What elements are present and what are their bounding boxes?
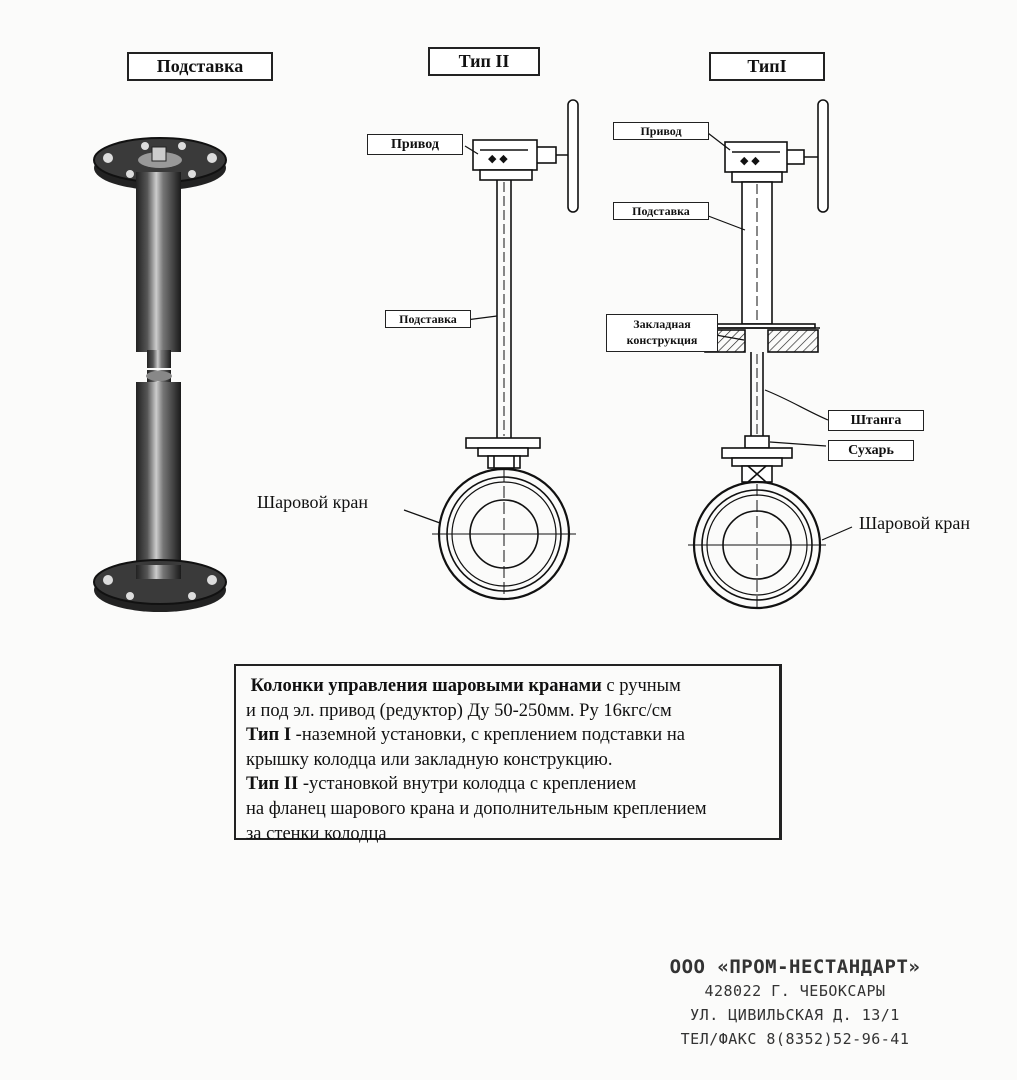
description-heading-rest: с ручным <box>601 676 681 696</box>
label-zakladnaya-line1: Закладная <box>633 317 691 331</box>
description-type1-line2: крышку колодца или закладную конструкцию… <box>246 749 613 770</box>
stamp-phone: ТЕЛ/ФАКС 8(8352)52-96-41 <box>680 1030 910 1048</box>
description-type2-line2: на фланец шарового крана и дополнительны… <box>246 798 707 819</box>
company-stamp: ООО «ПРОМ-НЕСТАНДАРТ» 428022 Г. ЧЕБОКСАР… <box>660 955 930 1051</box>
label-podstavka-type1: Подставка <box>613 202 709 220</box>
description-type2-label: Тип II <box>246 774 299 795</box>
label-privod-type1: Привод <box>613 122 709 140</box>
label-podstavka-type2: Подставка <box>385 310 471 328</box>
label-sharovoy-kran-right: Шаровой кран <box>859 513 971 533</box>
description-type1: Тип I -наземной установки, с креплением … <box>246 723 767 748</box>
description-type1-label: Тип I <box>246 725 292 746</box>
description-type2: Тип II -установкой внутри колодца с креп… <box>246 772 767 797</box>
description-type2-line3: за стенки колодца <box>246 823 387 844</box>
label-sharovoy-kran-left: Шаровой кран <box>257 492 369 512</box>
description-heading: Колонки управления шаровыми кранами <box>250 676 602 696</box>
label-privod-type2: Привод <box>367 134 463 155</box>
description-line-2: и под эл. привод (редуктор) Ду 50-250мм.… <box>246 700 672 721</box>
label-zakladnaya-type1: Закладная конструкция <box>606 314 718 352</box>
technical-drawing: ◆ ◆ ◆ ◆ <box>93 99 853 612</box>
type-1-illustration: ◆ ◆ <box>688 99 853 610</box>
title-podstavka: Подставка <box>127 52 273 81</box>
title-type-2: Тип II <box>428 47 540 76</box>
label-shtanga: Штанга <box>828 410 924 431</box>
description-type2-text: -установкой внутри колодца с креплением <box>298 774 637 795</box>
label-zakladnaya-line2: конструкция <box>626 333 698 347</box>
description-line-1: Колонки управления шаровыми кранами с ру… <box>246 674 767 699</box>
svg-text:◆ ◆: ◆ ◆ <box>488 153 508 165</box>
description-type1-text: -наземной установки, с креплением подста… <box>291 725 685 746</box>
stamp-street: УЛ. ЦИВИЛЬСКАЯ Д. 13/1 <box>690 1006 900 1024</box>
podstavka-illustration <box>93 137 227 612</box>
title-type-1: ТипI <box>709 52 825 81</box>
label-sukhar: Сухарь <box>828 440 914 461</box>
description-box: Колонки управления шаровыми кранами с ру… <box>234 664 782 844</box>
svg-text:◆ ◆: ◆ ◆ <box>740 155 760 167</box>
stamp-city: 428022 Г. ЧЕБОКСАРЫ <box>704 982 886 1000</box>
stamp-company-name: ООО «ПРОМ-НЕСТАНДАРТ» <box>669 956 921 978</box>
type-2-illustration: ◆ ◆ <box>403 99 579 601</box>
